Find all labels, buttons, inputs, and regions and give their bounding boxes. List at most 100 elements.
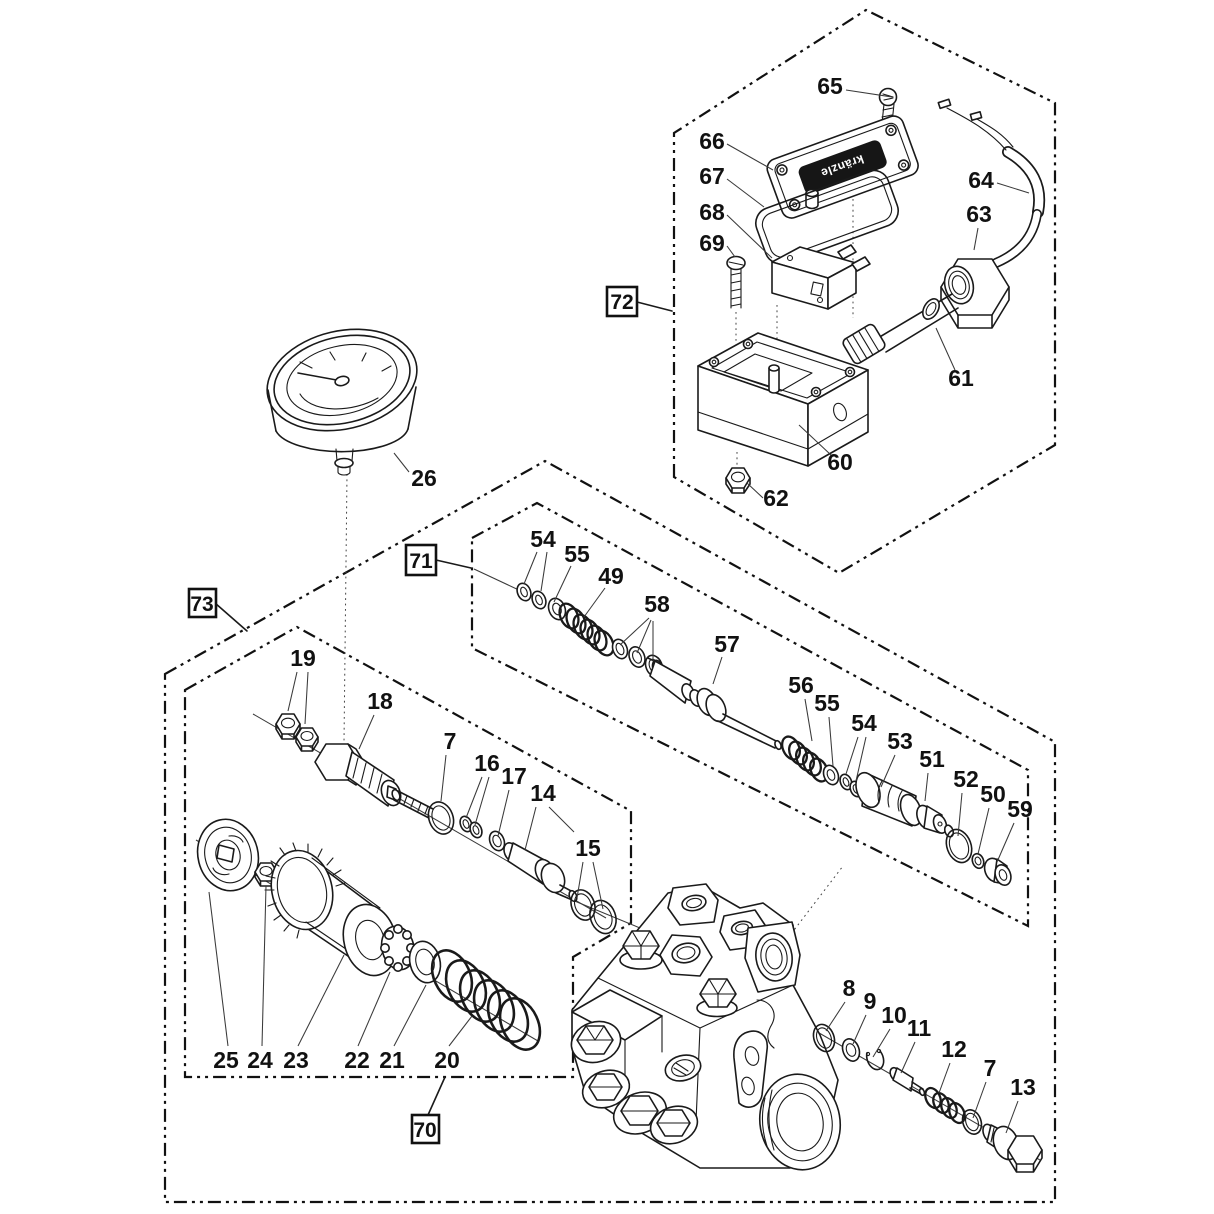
callout-53: 53 — [887, 728, 913, 754]
callout-22: 22 — [344, 1047, 370, 1073]
callout-68: 68 — [699, 199, 725, 225]
block-big-port-right — [758, 1073, 842, 1171]
gland-nut-63 — [940, 258, 1010, 329]
callout-54-a: 54 — [530, 526, 556, 552]
block-hex-nut-top — [659, 934, 713, 977]
callout-67: 67 — [699, 163, 725, 189]
callout-10: 10 — [881, 1002, 907, 1028]
callout-numbers: 65 66 67 68 69 64 63 61 60 62 26 54 55 4… — [213, 73, 1036, 1100]
callout-26: 26 — [411, 465, 437, 491]
block-big-port-top — [744, 921, 801, 993]
callout-21: 21 — [379, 1047, 405, 1073]
region-72-label: 72 — [610, 291, 633, 314]
ring-50 — [971, 852, 985, 870]
region-72-border — [672, 8, 1057, 575]
callout-52: 52 — [953, 766, 979, 792]
callout-51: 51 — [919, 746, 945, 772]
callout-55-a: 55 — [564, 541, 590, 567]
o-ring-52 — [945, 828, 973, 864]
tube-61 — [842, 293, 959, 365]
o-ring-7a — [427, 801, 455, 835]
block-hex-plug-row — [581, 1069, 699, 1145]
callout-65: 65 — [817, 73, 843, 99]
callout-23: 23 — [283, 1047, 309, 1073]
region-73-label: 73 — [190, 593, 213, 616]
region-70-label-box — [410, 1113, 441, 1145]
callout-7-a: 7 — [444, 728, 457, 754]
control-piston-57 — [647, 657, 782, 751]
region-71-label: 71 — [409, 550, 433, 573]
switch-cover-plate: kränzle — [766, 115, 919, 219]
callout-7-b: 7 — [984, 1055, 997, 1081]
threaded-rod-7 — [391, 788, 434, 819]
region-71-border — [470, 501, 1030, 928]
cable-64 — [937, 98, 1046, 268]
callout-12: 12 — [941, 1036, 967, 1062]
block-hex-bolt-2 — [696, 978, 738, 1018]
block-side-plug — [570, 1020, 622, 1064]
pressure-gauge — [266, 328, 418, 476]
nut-59 — [983, 857, 1012, 886]
screw-69 — [726, 255, 746, 309]
seal-cap-25 — [196, 818, 260, 892]
block-hex-bolt-1 — [619, 930, 663, 970]
region-borders — [163, 8, 1057, 1204]
region-71-connector — [435, 559, 472, 569]
callout-60: 60 — [827, 449, 853, 475]
valve-insert-51 — [916, 804, 955, 838]
region-label-boxes: 73 71 72 70 — [187, 285, 639, 1145]
rings-16 — [459, 815, 483, 839]
valve-port-dotted-line — [787, 865, 844, 939]
valve-axis-line — [473, 568, 522, 592]
switch-box-60 — [697, 332, 869, 467]
callout-59: 59 — [1007, 796, 1033, 822]
callout-69: 69 — [699, 230, 725, 256]
callout-20: 20 — [434, 1047, 460, 1073]
splined-guide-23 — [264, 842, 398, 977]
region-73-connector — [214, 602, 248, 632]
block-bracket-tab — [733, 1030, 769, 1108]
callout-18: 18 — [367, 688, 393, 714]
region-72-connector — [636, 301, 673, 312]
piston-14 — [503, 842, 578, 903]
block-top-port-1 — [667, 883, 719, 926]
callout-8: 8 — [843, 975, 856, 1001]
leader-lines — [208, 89, 1030, 1134]
region-70-connector — [427, 1076, 446, 1116]
region-73-label-box — [187, 587, 218, 619]
callout-15: 15 — [575, 835, 601, 861]
callout-9: 9 — [864, 988, 877, 1014]
circlip-10 — [865, 1048, 885, 1071]
callout-50: 50 — [980, 781, 1006, 807]
callout-11: 11 — [907, 1015, 932, 1041]
spring-49 — [558, 602, 615, 657]
washer-9 — [841, 1038, 861, 1062]
callout-13: 13 — [1010, 1074, 1036, 1100]
micro-switch — [771, 244, 871, 310]
callout-24: 24 — [247, 1047, 273, 1073]
callout-62: 62 — [763, 485, 789, 511]
o-ring-7b — [961, 1109, 983, 1135]
o-rings-15 — [570, 889, 617, 935]
callout-55-b: 55 — [814, 690, 840, 716]
unloader-rings-54a — [516, 582, 547, 610]
callout-66: 66 — [699, 128, 725, 154]
nut-62 — [725, 467, 751, 494]
valve-pin-11 — [889, 1066, 926, 1097]
spring-12 — [924, 1086, 966, 1125]
ring-17 — [488, 830, 506, 852]
callout-54-b: 54 — [851, 710, 877, 736]
region-70-border — [183, 625, 633, 1079]
callout-57: 57 — [714, 631, 740, 657]
callout-58: 58 — [644, 591, 670, 617]
callout-49: 49 — [598, 563, 624, 589]
callout-63: 63 — [966, 201, 992, 227]
region-71-label-box — [404, 543, 438, 577]
region-70-label: 70 — [413, 1119, 436, 1142]
fitting-18 — [314, 743, 402, 807]
callout-61: 61 — [948, 365, 974, 391]
region-73-border — [163, 459, 1057, 1204]
washer-55b — [822, 764, 840, 786]
